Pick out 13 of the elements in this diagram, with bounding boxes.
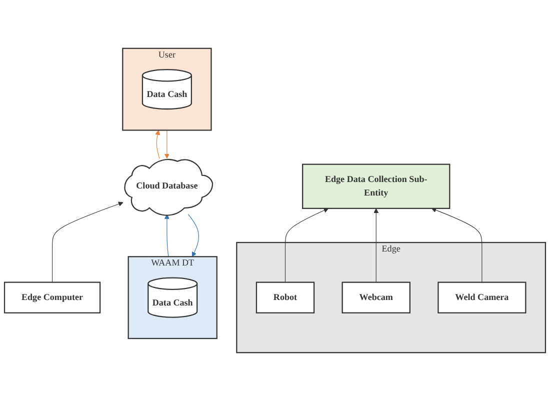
node-box: Weld Camera xyxy=(438,282,526,314)
arrow xyxy=(155,130,160,159)
node-box: Edge Computer xyxy=(4,282,101,314)
node-box: Edge Data Collection Sub-Entity xyxy=(302,164,450,209)
arrow xyxy=(431,208,482,283)
arrow xyxy=(52,202,124,283)
node-box: Webcam xyxy=(342,282,410,314)
arrow xyxy=(284,208,329,283)
arrow xyxy=(164,214,170,257)
arrow xyxy=(374,208,379,283)
arrow xyxy=(188,214,199,257)
node-box: Robot xyxy=(256,282,315,314)
arrow xyxy=(164,130,170,159)
